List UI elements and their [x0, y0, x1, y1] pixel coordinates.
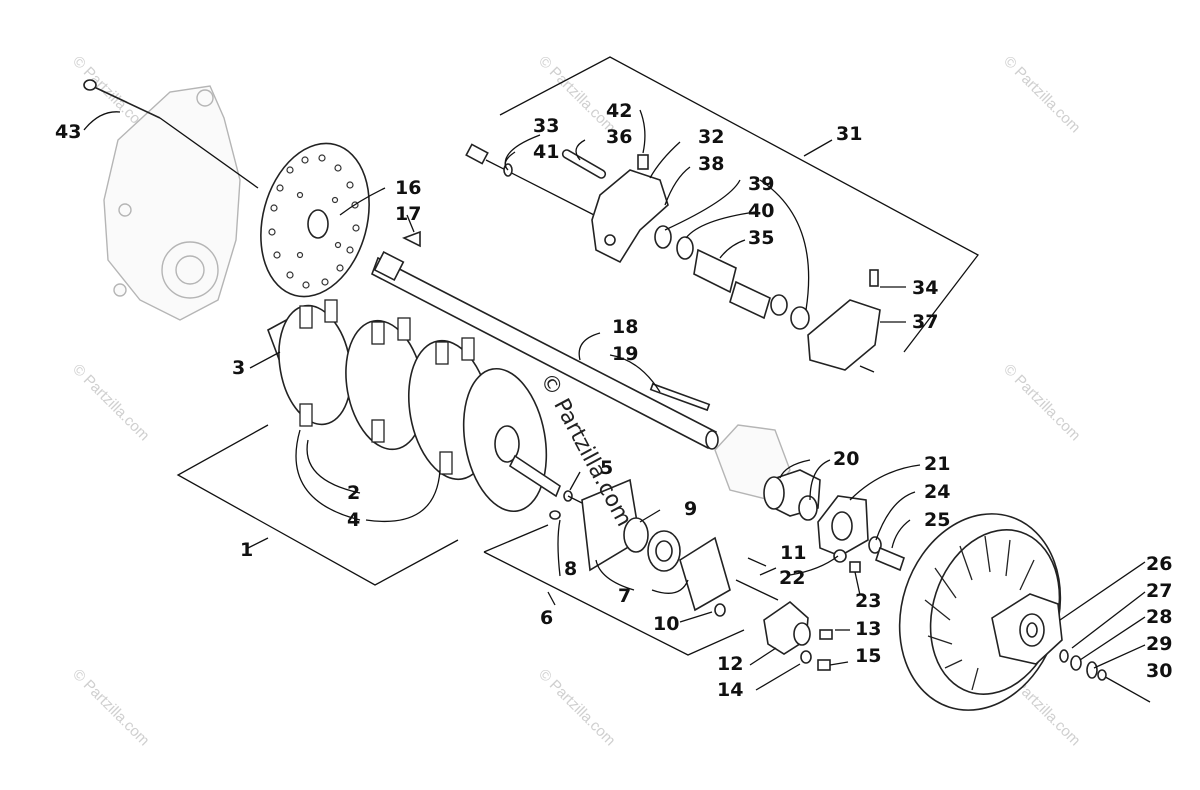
seal-40 — [676, 236, 694, 260]
piston-39 — [770, 294, 788, 316]
callout-2: 2 — [347, 482, 360, 504]
watermark-text: © Partzilla.com — [69, 666, 152, 749]
callout-27: 27 — [1146, 580, 1172, 602]
callout-12: 12 — [717, 653, 743, 675]
callout-18: 18 — [612, 316, 638, 338]
brake-pad-35 — [693, 248, 737, 294]
bolt-8 — [549, 510, 561, 520]
washer-29 — [1086, 661, 1098, 679]
callout-3: 3 — [232, 357, 245, 379]
callout-7: 7 — [618, 585, 631, 607]
callout-29: 29 — [1146, 633, 1172, 655]
flange-21 — [817, 495, 869, 557]
washer-24 — [868, 536, 882, 554]
washer-28 — [1070, 655, 1082, 671]
pin-11 — [735, 579, 779, 601]
callout-20: 20 — [833, 448, 859, 470]
nut-15 — [817, 659, 831, 671]
callout-32: 32 — [698, 126, 724, 148]
callout-labels: 1 2 3 4 5 6 7 8 9 10 11 12 13 14 15 16 1… — [55, 100, 1172, 701]
callout-34: 34 — [912, 277, 938, 299]
group-bracket-31 — [499, 56, 979, 353]
key-17 — [402, 230, 421, 248]
watermark-text: © Partzilla.com — [1000, 53, 1083, 136]
seal-39 — [790, 306, 810, 330]
spring-36 — [561, 149, 607, 179]
watermark-text: © Partzilla.com — [535, 666, 618, 749]
callout-31: 31 — [836, 123, 862, 145]
callout-21: 21 — [924, 453, 950, 475]
callout-10: 10 — [653, 613, 679, 635]
caliper-32 — [591, 154, 669, 264]
callout-43: 43 — [55, 121, 81, 143]
callout-42: 42 — [606, 100, 632, 122]
callout-37: 37 — [912, 311, 938, 333]
leader-lines — [83, 109, 1146, 691]
washer-10 — [714, 603, 726, 617]
drive-sprocket-assembly — [267, 299, 561, 513]
callout-15: 15 — [855, 645, 881, 667]
bolt-23 — [849, 561, 861, 573]
washer-22 — [833, 549, 847, 563]
callout-41: 41 — [533, 141, 559, 163]
caliper-37 — [807, 269, 881, 373]
callout-11: 11 — [780, 542, 806, 564]
callout-25: 25 — [924, 509, 950, 531]
washer-14 — [800, 650, 812, 664]
brake-pad-35b — [729, 280, 771, 320]
group-bracket-6 — [483, 524, 745, 656]
washer-27 — [1059, 649, 1069, 663]
callout-9: 9 — [684, 498, 697, 520]
key-19 — [649, 382, 711, 412]
callout-17: 17 — [395, 203, 421, 225]
callout-22: 22 — [779, 567, 805, 589]
callout-8: 8 — [564, 558, 577, 580]
callout-28: 28 — [1146, 606, 1172, 628]
bearing-housing-right — [714, 424, 821, 521]
watermark-text: © Partzilla.com — [69, 361, 152, 444]
watermark-text: © Partzilla.com — [1000, 361, 1083, 444]
bolt-30 — [1097, 669, 1151, 703]
callout-1: 1 — [240, 539, 253, 561]
callout-6: 6 — [540, 607, 553, 629]
callout-35: 35 — [748, 227, 774, 249]
brake-disc — [260, 142, 370, 298]
bearing-9 — [623, 517, 681, 572]
group-bracket-1 — [176, 424, 459, 586]
flange-7b — [679, 536, 731, 612]
driven-pulley — [898, 513, 1063, 711]
callout-24: 24 — [924, 481, 950, 503]
seal-38 — [654, 225, 672, 249]
callout-36: 36 — [606, 126, 632, 148]
callout-38: 38 — [698, 153, 724, 175]
callout-4: 4 — [347, 509, 360, 531]
callout-26: 26 — [1146, 553, 1172, 575]
driveshaft-upper — [371, 251, 719, 450]
housing-12 — [763, 600, 811, 655]
callout-16: 16 — [395, 177, 421, 199]
bolt-13 — [819, 629, 833, 640]
callout-40: 40 — [748, 200, 774, 222]
gearcase-housing — [103, 85, 241, 321]
callout-39: 39 — [748, 173, 774, 195]
callout-30: 30 — [1146, 660, 1172, 682]
spacer-25 — [875, 546, 905, 572]
bolt-33 — [465, 143, 601, 219]
callout-13: 13 — [855, 618, 881, 640]
callout-19: 19 — [612, 343, 638, 365]
callout-23: 23 — [855, 590, 881, 612]
callout-33: 33 — [533, 115, 559, 137]
bolt-43 — [83, 79, 259, 189]
callout-14: 14 — [717, 679, 743, 701]
callout-5: 5 — [600, 457, 613, 479]
